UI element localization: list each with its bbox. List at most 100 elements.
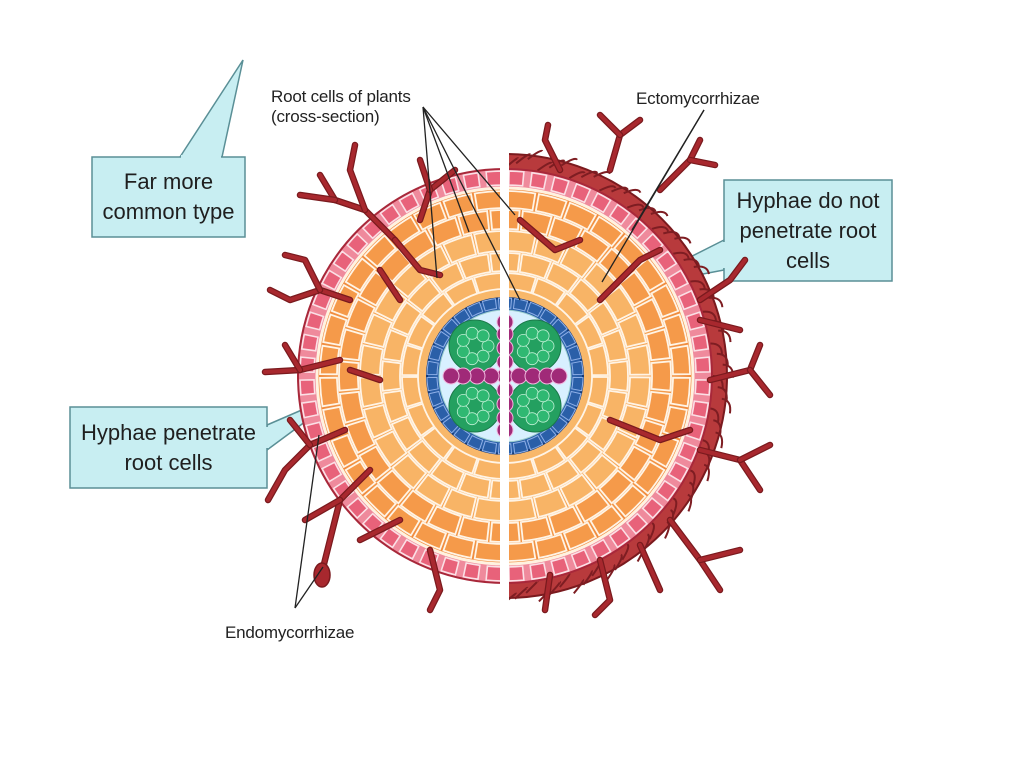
mantle-strand (687, 493, 693, 512)
mantle-strand (674, 236, 692, 244)
cortex-cell (381, 360, 402, 392)
mantle-strand (689, 469, 696, 487)
hypha (738, 443, 772, 462)
ecto-callout-line1: Hyphae do not (736, 187, 880, 213)
cortex-cell (344, 257, 377, 292)
mantle-strand (573, 578, 585, 595)
mantle-strand (718, 329, 732, 343)
hypha (598, 113, 622, 137)
endodermis-cell (567, 345, 582, 362)
mantle-strand (514, 586, 529, 600)
cortex-cell (444, 445, 479, 475)
vesicle (313, 562, 331, 588)
cortex-cell (534, 533, 568, 559)
mantle-strand (672, 497, 678, 515)
hypha (298, 193, 337, 202)
mantle-strand (664, 520, 671, 539)
mantle-strand (702, 310, 717, 322)
cortex-cell (598, 469, 634, 505)
phloem-cell (536, 349, 550, 363)
epidermis-cell (608, 203, 631, 226)
cortex-cell (602, 430, 637, 467)
cortex-cell (562, 201, 598, 231)
cortex-cell (345, 418, 376, 454)
mantle-strand (638, 206, 657, 212)
hypha (698, 318, 742, 332)
epidermis-cell (485, 565, 502, 582)
mantle-strand (721, 397, 732, 414)
cortex-cell (532, 487, 568, 519)
xylem-cell (442, 367, 460, 385)
endodermis-cell (433, 404, 450, 422)
epidermis-cell (346, 232, 369, 256)
mantle-strand (548, 159, 566, 169)
epidermis-cell (694, 356, 711, 373)
cortex-cell (412, 521, 448, 551)
cortex-cell (669, 344, 691, 376)
cortex-cell (406, 315, 436, 350)
epidermis-cell (529, 171, 548, 190)
cortex-cell (362, 403, 394, 439)
cortex-cell (544, 458, 581, 491)
mantle-strand (560, 157, 578, 167)
mantle-strand (536, 161, 553, 172)
epidermis-cell (550, 176, 570, 196)
phloem-cell (481, 339, 495, 353)
mantle-strand (650, 210, 669, 217)
mantle-strand (715, 431, 724, 449)
cortex-cell (319, 376, 341, 408)
cortex-cell (547, 505, 583, 536)
cortex-cell (406, 277, 442, 313)
epidermis-cell (685, 311, 705, 331)
cortex-cell (382, 328, 409, 363)
cortex-cell (586, 375, 609, 408)
mantle-strand (648, 522, 655, 540)
mantle-strand (568, 171, 586, 180)
phloem-cell (456, 345, 470, 359)
cortex-cell (444, 277, 479, 307)
mantle-strand (507, 157, 520, 168)
cortex-cell (633, 460, 666, 495)
phloem-cell (465, 386, 479, 400)
cortex-cell (338, 390, 366, 424)
epidermis-cell (321, 269, 343, 291)
cortex-cell (505, 230, 537, 255)
epidermis-cell (641, 496, 664, 520)
mantle-strand (710, 342, 723, 355)
cortex-cell (589, 215, 624, 248)
cortex-cell (519, 515, 553, 543)
common-type-callout-shape (91, 59, 246, 238)
phloem-cell (456, 333, 470, 347)
phloem-cell (541, 339, 555, 353)
mantle-strand (713, 419, 722, 436)
epidermis-cell (398, 192, 420, 214)
epidermis-cell (570, 182, 592, 204)
phloem-cell (465, 412, 479, 426)
phloem-cell (476, 349, 490, 363)
epidermis-cell (508, 565, 525, 582)
phloem-cell (516, 333, 530, 347)
mantle-strand (626, 203, 645, 209)
mantle-strand (606, 563, 616, 581)
epidermis-cell (608, 526, 631, 549)
mantle-strand (717, 386, 728, 402)
endodermis-cell (426, 360, 439, 376)
cortex-cell (358, 270, 392, 307)
endodermis-cell (428, 345, 443, 362)
cortex-cell (390, 300, 423, 337)
phloem-cell (536, 329, 550, 343)
cortex-cell (473, 190, 505, 212)
epidermis-cell (590, 192, 612, 214)
cortex-cell (518, 253, 553, 280)
cortex-cell (644, 328, 672, 362)
hypha (688, 158, 717, 167)
epidermis-cell (305, 311, 325, 331)
hypha (266, 428, 347, 502)
cortex-cell (442, 533, 476, 559)
mantle-strand (559, 572, 571, 588)
ecto-callout-line2: penetrate root (739, 217, 877, 243)
cortex-cell (473, 230, 505, 255)
cortex-cell (473, 272, 506, 295)
endodermis-cell (567, 390, 582, 407)
epidermis-cell (462, 562, 481, 581)
